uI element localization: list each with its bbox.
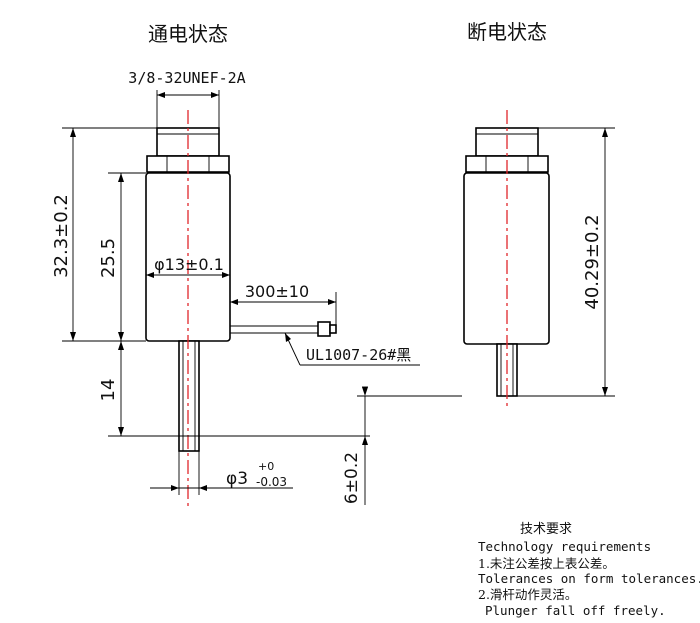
plunger-tol-upper: +0	[258, 460, 274, 473]
wire-leader: UL1007-26#黑	[284, 332, 420, 366]
notes-heading-cn: 技术要求	[520, 522, 572, 537]
body-height-label: 25.5	[98, 238, 119, 278]
dim-body-diameter: φ13±0.1	[146, 255, 230, 278]
solenoid-de-energized	[463, 110, 550, 410]
plunger-diameter-label: φ3	[226, 469, 248, 489]
title-de-energized: 断电状态	[467, 20, 547, 44]
notes-item1-cn: 1.未注公差按上表公差。	[478, 556, 615, 571]
dim-lead-length: 300±10	[229, 282, 337, 326]
notes-item2-cn: 2.滑杆动作灵活。	[478, 587, 577, 602]
notes-heading-en: Technology requirements	[478, 539, 651, 554]
off-total-height-label: 40.29±0.2	[582, 214, 603, 309]
title-energized: 通电状态	[148, 22, 228, 46]
lead-length-label: 300±10	[245, 282, 309, 301]
wire-spec-label: UL1007-26#黑	[306, 346, 411, 364]
plunger-tol-lower: -0.03	[256, 475, 287, 489]
connector	[317, 321, 331, 337]
stroke-label: 6±0.2	[342, 452, 362, 504]
dim-plunger-diameter: φ3 +0 -0.03	[150, 460, 293, 491]
dim-off-total-height: 40.29±0.2	[517, 127, 615, 397]
dim-thread: 3/8-32UNEF-2A	[128, 69, 246, 128]
total-height-label: 32.3±0.2	[51, 194, 72, 278]
dim-plunger-extension: 14	[98, 340, 370, 437]
solenoid-energized	[145, 110, 337, 510]
plunger	[178, 340, 200, 452]
dim-body-height: 25.5	[98, 172, 146, 341]
thread-label: 3/8-32UNEF-2A	[128, 69, 245, 87]
dim-total-height: 32.3±0.2	[51, 127, 157, 342]
notes-item1-en: Tolerances on form tolerances.	[478, 571, 700, 586]
dim-stroke: 6±0.2	[342, 386, 462, 505]
notes-item2-en: Plunger fall off freely.	[485, 603, 666, 618]
technical-notes: 技术要求 Technology requirements 1.未注公差按上表公差…	[478, 522, 700, 618]
plunger-extension-label: 14	[98, 379, 119, 402]
body-diameter-label: φ13±0.1	[154, 255, 224, 274]
